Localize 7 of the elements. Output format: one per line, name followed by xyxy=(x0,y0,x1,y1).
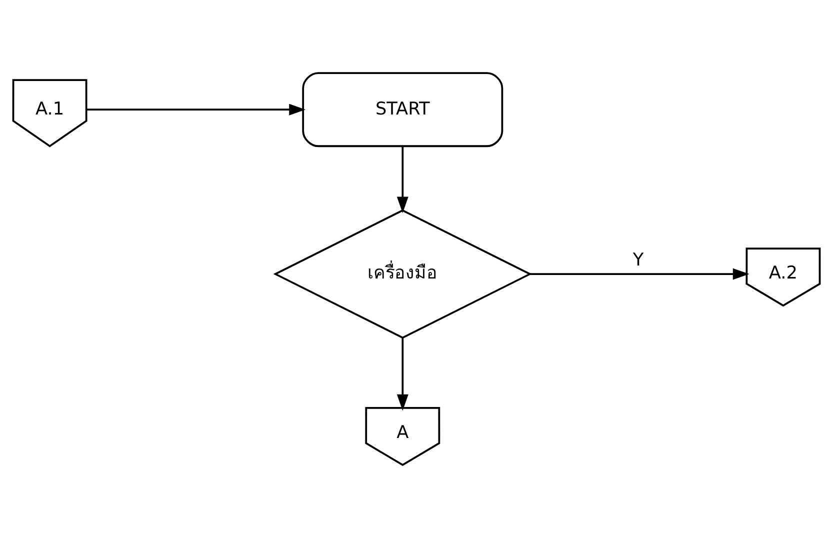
arrow xyxy=(396,337,408,410)
arrow xyxy=(530,268,750,280)
arrow xyxy=(396,146,408,213)
edge-label: Y xyxy=(632,250,644,270)
arrow xyxy=(86,103,306,115)
node-diamond: เครื่องมือ xyxy=(273,208,532,338)
node-box: START xyxy=(302,72,504,147)
